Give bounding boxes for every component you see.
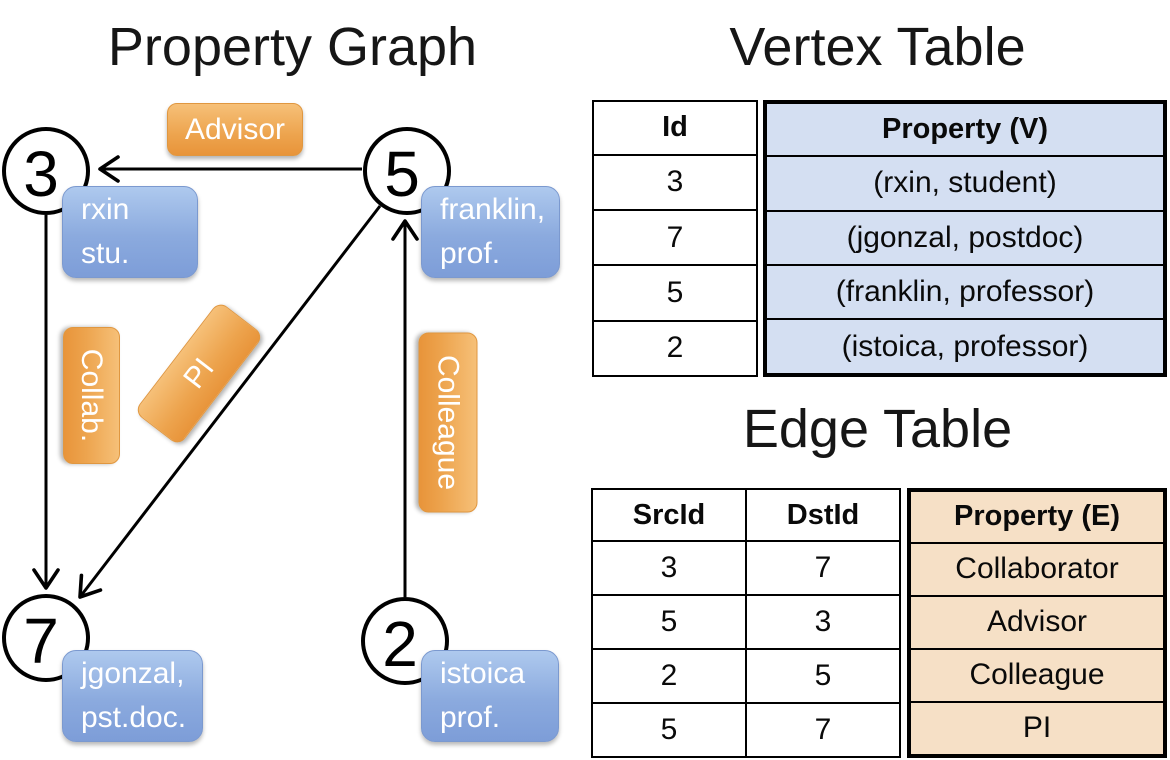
edge-dstid-header: DstId: [745, 487, 901, 543]
vertex-property-cell: (franklin, professor): [764, 263, 1166, 321]
edge-srcid-cell: 5: [591, 594, 747, 651]
node-7-id: 7: [23, 605, 59, 677]
table-row: (istoica, professor): [764, 318, 1166, 376]
table-row: PI: [908, 700, 1166, 758]
vertex-id-cell: 7: [592, 209, 758, 267]
table-row: (rxin, student): [764, 155, 1166, 212]
table-row: 3: [592, 153, 758, 212]
table-row: 2 5: [591, 648, 901, 705]
table-row: 5 7: [591, 702, 901, 758]
table-row: Colleague: [908, 647, 1166, 703]
edge-srcid-cell: 3: [591, 540, 747, 597]
edge-srcid-header: SrcId: [591, 487, 747, 543]
edge-label-collab: Collab.: [63, 327, 120, 464]
vertex-table-title: Vertex Table: [729, 17, 1026, 77]
edge-property-cell: Advisor: [908, 594, 1166, 650]
vertex-table-property-column: Property (V) (rxin, student) (jgonzal, p…: [763, 100, 1167, 377]
vertex-property-line: franklin,: [440, 193, 546, 226]
edge-table-property-column: Property (E) Collaborator Advisor Collea…: [907, 488, 1167, 758]
node-2-id: 2: [382, 608, 418, 680]
edge-label-advisor-text: Advisor: [184, 112, 286, 146]
table-row: 5: [592, 264, 758, 322]
edge-property-cell: Colleague: [908, 647, 1166, 703]
graph-node-5: 5: [363, 127, 451, 215]
edge-dstid-cell: 7: [745, 540, 901, 597]
edge-label-collab-text: Collab.: [75, 348, 109, 443]
table-row: 5 3: [591, 594, 901, 651]
edge-property-cell: PI: [908, 700, 1166, 758]
table-row: (franklin, professor): [764, 263, 1166, 321]
vertex-id-cell: 3: [592, 153, 758, 212]
table-row: Collaborator: [908, 541, 1166, 597]
edge-dstid-cell: 7: [745, 702, 901, 758]
edge-table-title: Edge Table: [742, 399, 1013, 459]
vertex-property-line: pst.doc.: [81, 701, 187, 734]
vertex-property-line: jgonzal,: [81, 657, 185, 690]
vertex-property-header: Property (V): [764, 100, 1166, 158]
vertex-property-line: istoica: [440, 657, 526, 690]
edge-property-cell: Collaborator: [908, 541, 1166, 597]
edge-table-id-columns: SrcId DstId 3 7 5 3 2 5 5 7: [591, 487, 901, 758]
vertex-property-cell: (istoica, professor): [764, 318, 1166, 376]
table-row: 2: [592, 319, 758, 378]
node-5-id: 5: [384, 138, 420, 210]
vertex-property-rxin: rxin stu.: [62, 186, 198, 278]
vertex-property-jgonzal: jgonzal, pst.doc.: [62, 650, 203, 742]
edge-5-to-7: [78, 205, 382, 599]
vertex-property-line: rxin: [81, 193, 130, 226]
edge-dstid-cell: 5: [745, 648, 901, 705]
vertex-property-line: stu.: [81, 237, 130, 270]
edge-label-pi-text: PI: [176, 351, 221, 395]
table-row: 7: [592, 209, 758, 267]
edge-srcid-cell: 2: [591, 648, 747, 705]
vertex-property-line: prof.: [440, 237, 501, 270]
property-graph-title: Property Graph: [107, 17, 478, 77]
vertex-id-cell: 2: [592, 319, 758, 378]
vertex-id-cell: 5: [592, 264, 758, 322]
graph-edges-layer: [32, 155, 419, 599]
graph-node-2: 2: [361, 597, 449, 685]
vertex-property-cell: (jgonzal, postdoc): [764, 209, 1166, 266]
table-row: Advisor: [908, 594, 1166, 650]
vertex-property-franklin: franklin, prof.: [421, 186, 560, 278]
table-row: (jgonzal, postdoc): [764, 209, 1166, 266]
edge-label-colleague: Colleague: [418, 332, 478, 513]
edge-label-advisor: Advisor: [167, 103, 303, 156]
edge-dstid-cell: 3: [745, 594, 901, 651]
table-row: 3 7: [591, 540, 901, 597]
edge-srcid-cell: 5: [591, 702, 747, 758]
edge-property-header: Property (E): [908, 489, 1166, 544]
vertex-id-header: Id: [592, 100, 758, 156]
edge-label-colleague-text: Colleague: [432, 354, 465, 491]
vertex-property-line: prof.: [440, 701, 501, 734]
vertex-property-istoica: istoica prof.: [421, 650, 559, 742]
node-3-id: 3: [23, 138, 59, 210]
vertex-table-id-column: Id 3 7 5 2: [592, 100, 758, 378]
vertex-property-cell: (rxin, student): [764, 155, 1166, 212]
